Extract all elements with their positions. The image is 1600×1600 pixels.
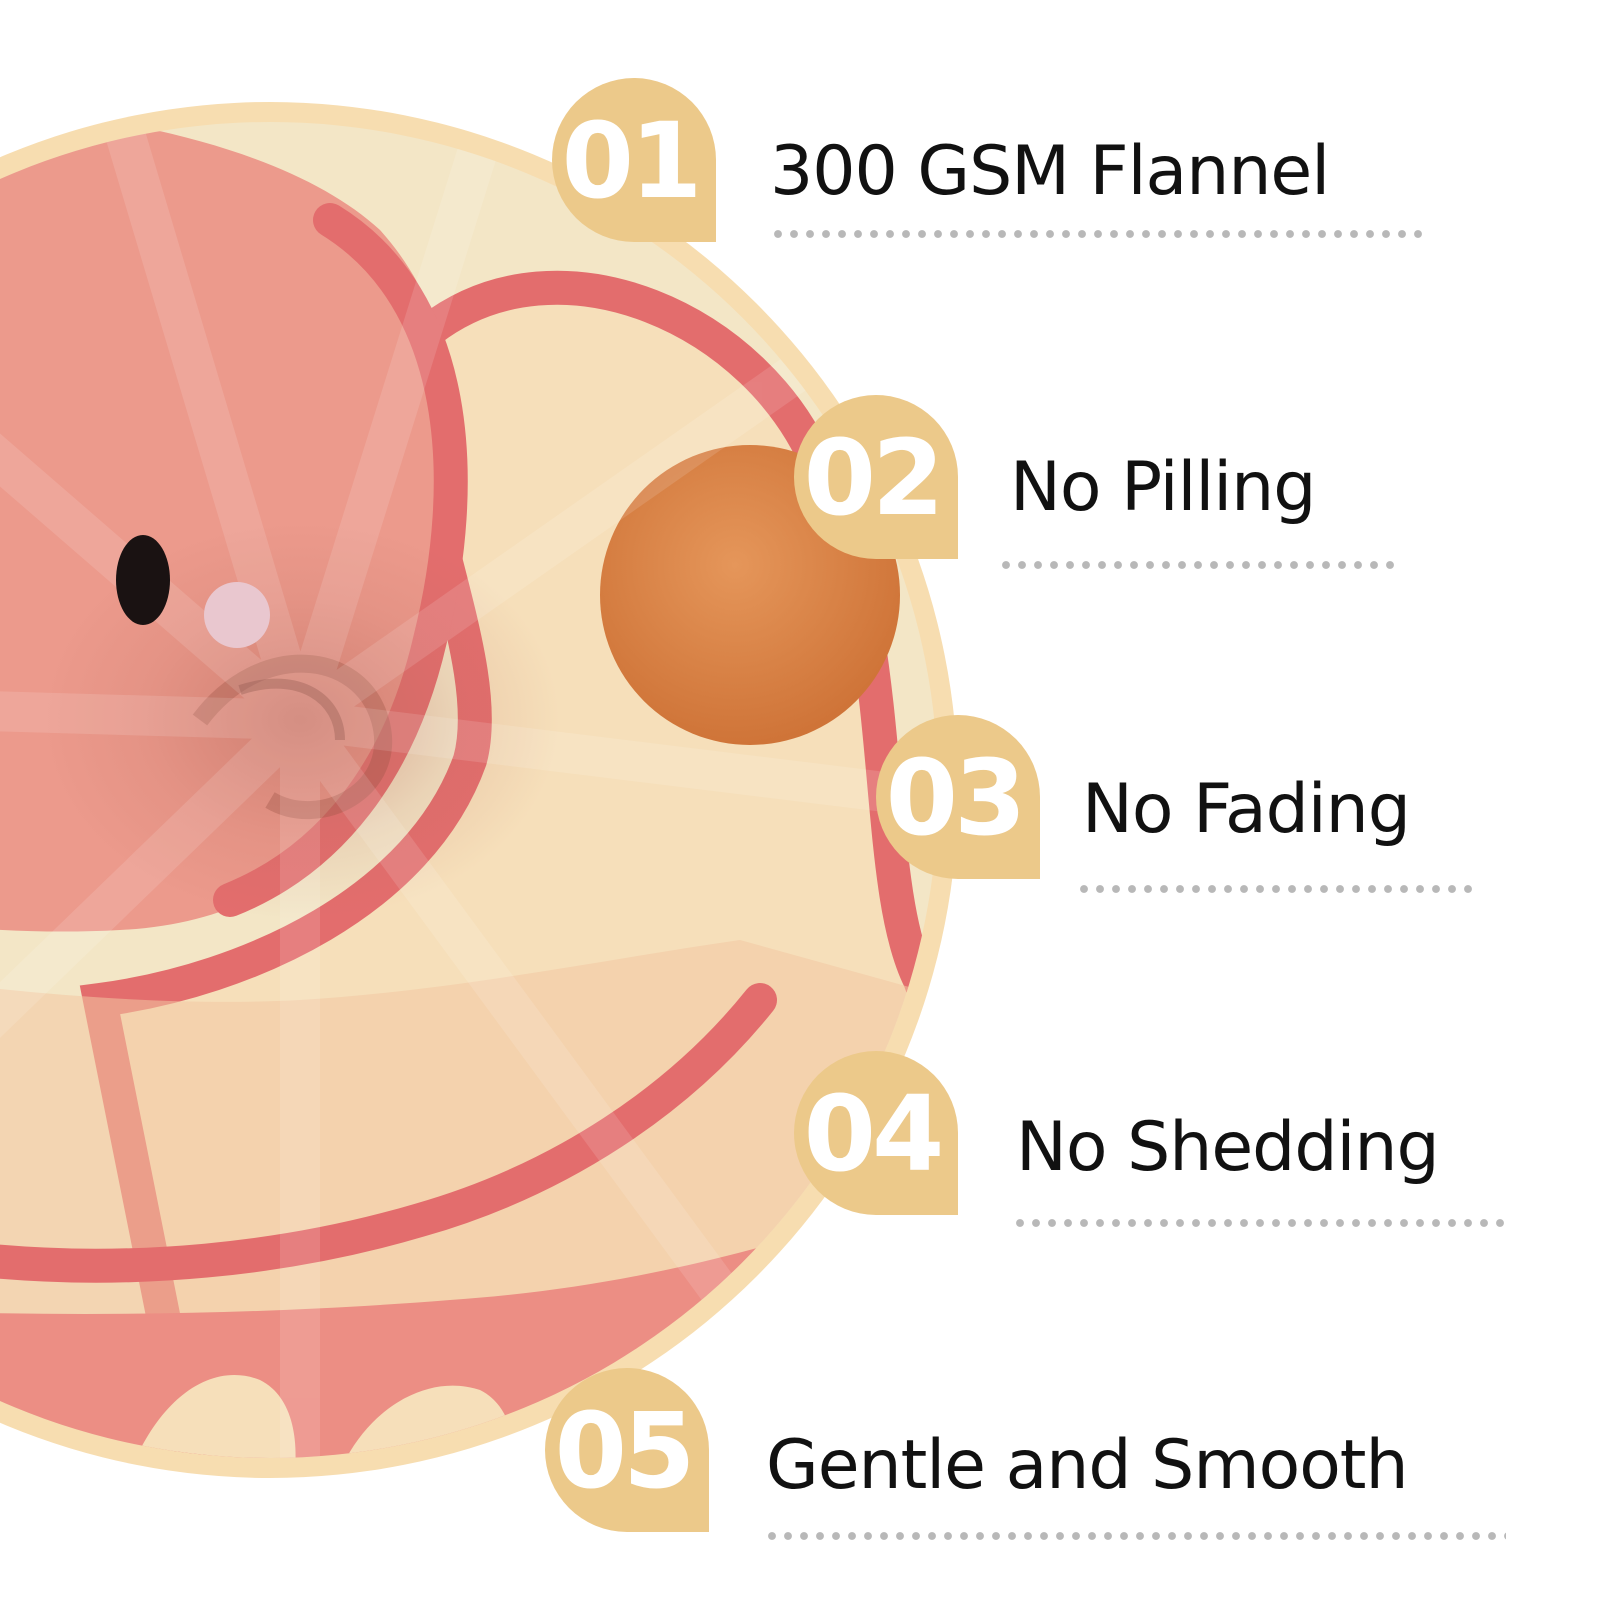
- badge-shape: [794, 395, 958, 559]
- dotted-divider: [998, 560, 1394, 570]
- feature-label: 300 GSM Flannel: [770, 132, 1330, 211]
- character-cheek: [204, 582, 270, 648]
- feature-label: No Pilling: [1010, 448, 1316, 527]
- number-badge: 04: [794, 1051, 958, 1215]
- badge-shape: [876, 715, 1040, 879]
- number-badge: 02: [794, 395, 958, 559]
- dotted-divider: [1076, 884, 1472, 894]
- dotted-divider: [764, 1531, 1506, 1541]
- badge-shape: [545, 1368, 709, 1532]
- number-badge: 01: [552, 78, 716, 242]
- feature-label: No Shedding: [1016, 1108, 1440, 1187]
- badge-shape: [552, 78, 716, 242]
- feature-label: Gentle and Smooth: [766, 1426, 1409, 1505]
- character-eye: [116, 535, 170, 625]
- fabric-graphic: [0, 122, 938, 1458]
- badge-number: 02: [804, 417, 941, 539]
- number-badge: 05: [545, 1368, 709, 1532]
- feature-label: No Fading: [1082, 770, 1411, 849]
- dotted-divider: [770, 229, 1426, 239]
- badge-number: 01: [562, 100, 699, 222]
- badge-number: 05: [555, 1390, 692, 1512]
- dotted-divider: [1012, 1218, 1508, 1228]
- number-badge: 03: [876, 715, 1040, 879]
- badge-shape: [794, 1051, 958, 1215]
- badge-number: 03: [886, 737, 1023, 859]
- badge-number: 04: [804, 1073, 941, 1195]
